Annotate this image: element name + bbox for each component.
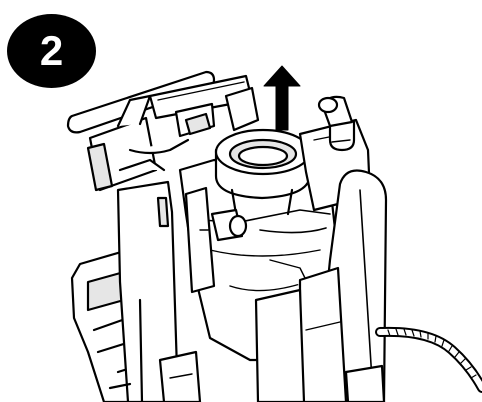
right-front-panel bbox=[254, 169, 388, 402]
step-number-badge: 2 bbox=[7, 14, 96, 88]
lift-up-arrow bbox=[263, 65, 301, 131]
step-number-text: 2 bbox=[39, 27, 64, 74]
main-body-left bbox=[116, 180, 180, 402]
lower-details bbox=[108, 350, 386, 402]
handle-assembly bbox=[66, 70, 260, 192]
side-bracket-knob bbox=[184, 186, 248, 294]
hose bbox=[375, 326, 482, 393]
